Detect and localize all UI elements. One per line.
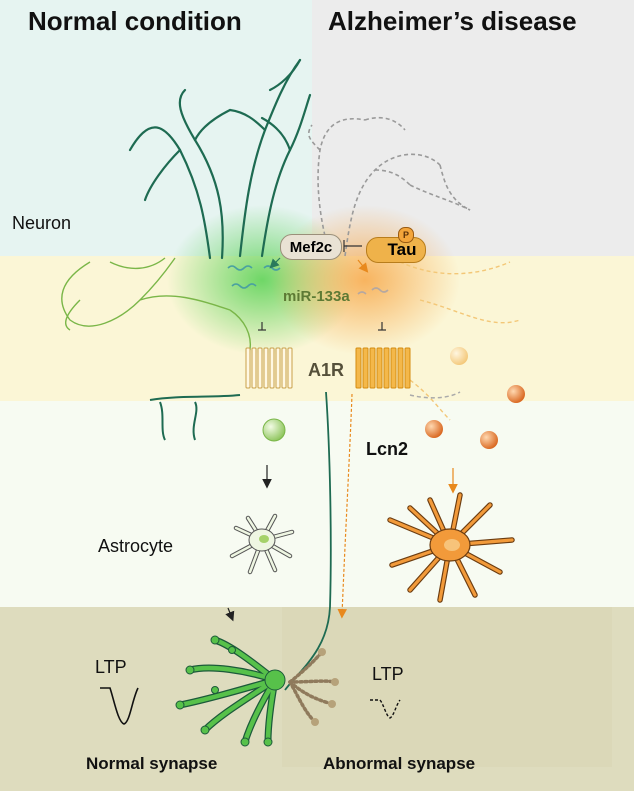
- astrocyte-band-bg: [0, 401, 634, 607]
- tau-pill: Tau: [366, 237, 426, 263]
- a1r-label: A1R: [308, 360, 345, 380]
- mef2c-arrow: [269, 257, 281, 269]
- ltp-trace-ad: [370, 699, 401, 719]
- arrow-to-synapse-normal: [225, 607, 235, 622]
- alzheimers-title: Alzheimer’s disease: [328, 6, 577, 36]
- lcn2-molecule-3: [425, 420, 443, 438]
- abnormal-synapse-label: Abnormal synapse: [323, 754, 476, 773]
- normal-condition-title: Normal condition: [28, 6, 242, 36]
- membrane-left: [149, 394, 241, 401]
- ad-soma-outline: [399, 261, 521, 421]
- mirna-label: miR-133a: [283, 288, 350, 305]
- normal-neuron-dendrites: [128, 58, 312, 260]
- abnormal-synapse-bg: [282, 607, 612, 767]
- neuron-label: Neuron: [12, 213, 72, 233]
- ltp-trace-normal: [100, 687, 139, 725]
- inhibition-marks: [258, 322, 386, 331]
- membrane-left-branch-2: [192, 401, 198, 441]
- lcn2-molecule-1: [450, 347, 468, 365]
- axon: [284, 391, 332, 691]
- ad-astrocyte: [387, 492, 515, 603]
- normal-secreted-molecule: [262, 418, 286, 442]
- tau-arrow: [357, 259, 369, 273]
- normal-astrocyte: [229, 513, 295, 575]
- mirna-squiggles-right: [357, 287, 389, 295]
- mef2c-label: Mef2c: [289, 238, 333, 256]
- tau-label: Tau: [387, 240, 417, 259]
- ltp-label-ad: LTP: [372, 664, 404, 684]
- neuron-soma-outline: [61, 257, 252, 351]
- ad-neuron-dendrites: [308, 116, 471, 257]
- membrane-right: [409, 391, 461, 399]
- lcn2-molecule-2: [507, 385, 525, 403]
- tau-phospho-badge: P: [398, 227, 414, 243]
- a1r-receptors-right: [355, 347, 411, 389]
- normal-synapse-graphic: [175, 635, 286, 747]
- mef2c-pill: Mef2c: [280, 234, 342, 260]
- ltp-label-normal: LTP: [95, 657, 127, 677]
- lcn2-molecule-4: [480, 431, 498, 449]
- orange-glow: [270, 205, 460, 355]
- membrane-left-branch: [159, 401, 166, 441]
- abnormal-synapse-graphic: [288, 648, 339, 726]
- normal-synapse-label: Normal synapse: [86, 754, 218, 773]
- ad-axon-dashed: [337, 393, 353, 619]
- astrocyte-label: Astrocyte: [98, 536, 174, 556]
- a1r-receptors-left: [245, 347, 293, 389]
- lcn2-label: Lcn2: [366, 439, 409, 459]
